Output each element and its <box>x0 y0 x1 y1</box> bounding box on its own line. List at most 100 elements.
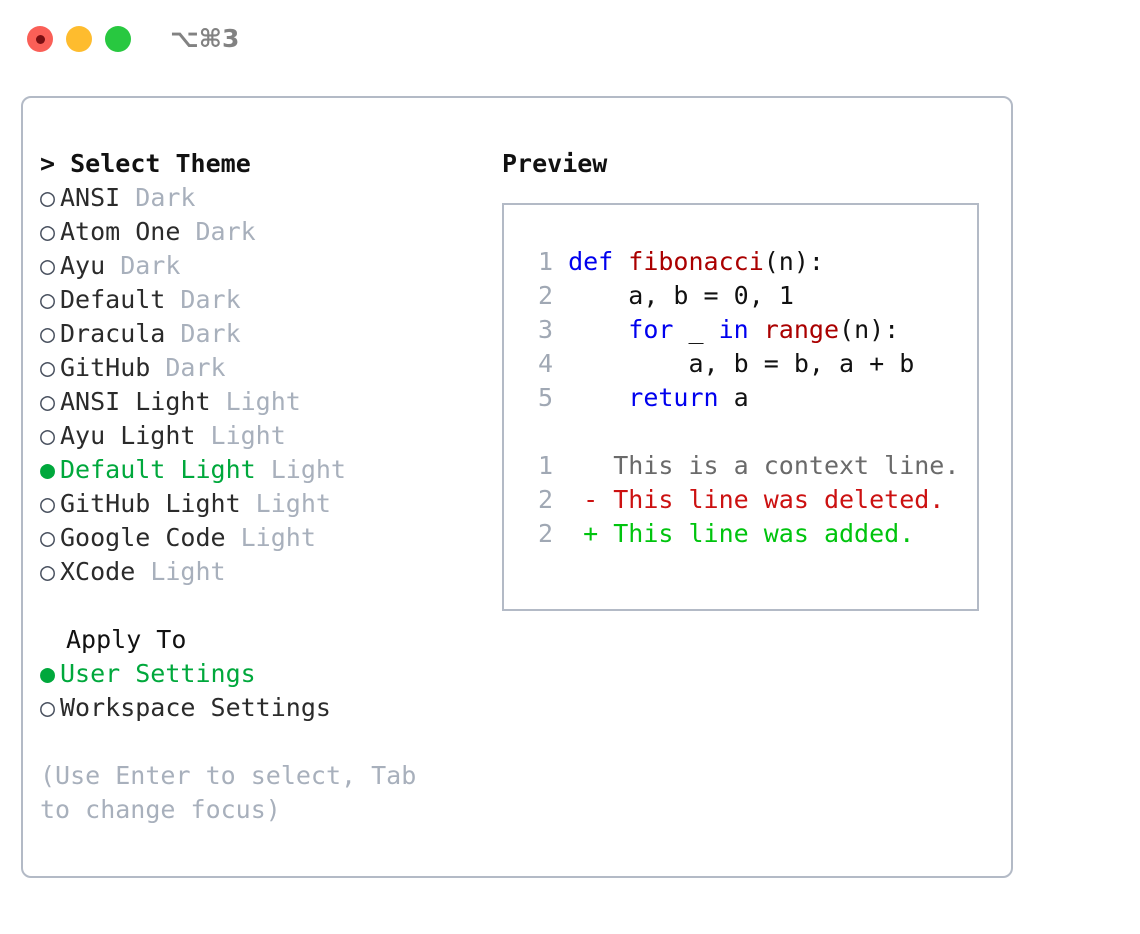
code-line: 2 a, b = 0, 1 <box>525 279 914 313</box>
theme-name: Ayu Light <box>60 421 196 450</box>
theme-list-item[interactable]: ○Ayu Light Light <box>40 419 500 453</box>
line-number: 1 <box>537 451 553 480</box>
apply-to-label: Workspace Settings <box>60 693 331 722</box>
theme-list-item[interactable]: ○Default Dark <box>40 283 500 317</box>
theme-mode-tag: Dark <box>165 319 241 348</box>
theme-list-item[interactable]: ○GitHub Dark <box>40 351 500 385</box>
radio-unselected-icon: ○ <box>40 183 56 212</box>
radio-unselected-icon: ○ <box>40 387 56 416</box>
theme-list-item[interactable]: ○Dracula Dark <box>40 317 500 351</box>
theme-list-header: > Select Theme <box>40 147 500 181</box>
radio-unselected-icon: ○ <box>40 693 56 722</box>
code-token-kw: return <box>628 383 719 412</box>
maximize-button[interactable] <box>105 26 131 52</box>
line-number: 4 <box>537 349 553 378</box>
theme-name: Dracula <box>60 319 166 348</box>
code-token-pln: (n): <box>839 315 900 344</box>
theme-name: Ayu <box>60 251 106 280</box>
apply-to-header: Apply To <box>66 625 187 654</box>
theme-name: GitHub Light <box>60 489 241 518</box>
apply-to-list: ●User Settings○Workspace Settings <box>40 657 500 725</box>
theme-list-item[interactable]: ○Atom One Dark <box>40 215 500 249</box>
keyboard-hint: (Use Enter to select, Tab to change focu… <box>40 761 417 824</box>
diff-text: This line was deleted. <box>598 485 945 514</box>
diff-line-context: 1 This is a context line. <box>525 449 959 483</box>
code-token-pln: , <box>748 281 779 310</box>
theme-list: ○ANSI Dark○Atom One Dark○Ayu Dark○Defaul… <box>40 181 500 589</box>
code-token-pln <box>568 383 628 412</box>
code-token-kw: def <box>568 247 629 276</box>
apply-to-label: User Settings <box>60 659 256 688</box>
code-token-pln <box>568 315 628 344</box>
code-line: 1 def fibonacci(n): <box>525 245 914 279</box>
radio-unselected-icon: ○ <box>40 251 56 280</box>
line-number: 5 <box>537 383 553 412</box>
section-spacer <box>40 589 500 623</box>
code-token-num: 0 <box>733 281 749 310</box>
keyboard-shortcut-label: ⌥⌘3 <box>170 24 240 53</box>
apply-to-option[interactable]: ○Workspace Settings <box>40 691 500 725</box>
theme-name: ANSI <box>60 183 121 212</box>
theme-list-item[interactable]: ○ANSI Dark <box>40 181 500 215</box>
theme-mode-tag: Dark <box>105 251 181 280</box>
preview-title: Preview <box>502 149 608 178</box>
diff-line-deleted: 2 - This line was deleted. <box>525 483 959 517</box>
code-token-fn: fibonacci <box>628 247 764 276</box>
theme-name: Default Light <box>60 455 256 484</box>
theme-list-item[interactable]: ○ANSI Light Light <box>40 385 500 419</box>
radio-selected-icon: ● <box>40 659 56 688</box>
radio-unselected-icon: ○ <box>40 319 56 348</box>
theme-mode-tag: Light <box>195 421 286 450</box>
code-line: 4 a, b = b, a + b <box>525 347 914 381</box>
minimize-button[interactable] <box>66 26 92 52</box>
theme-list-item[interactable]: ○XCode Light <box>40 555 500 589</box>
radio-unselected-icon: ○ <box>40 285 56 314</box>
radio-unselected-icon: ○ <box>40 217 56 246</box>
theme-mode-tag: Dark <box>150 353 226 382</box>
theme-name: ANSI Light <box>60 387 211 416</box>
radio-unselected-icon: ○ <box>40 353 56 382</box>
theme-list-item[interactable]: ○GitHub Light Light <box>40 487 500 521</box>
code-token-pln: a, b = b, a + b <box>568 349 915 378</box>
theme-name: Atom One <box>60 217 181 246</box>
theme-mode-tag: Dark <box>180 217 256 246</box>
traffic-light-group <box>27 26 131 52</box>
radio-selected-icon: ● <box>40 455 56 484</box>
diff-text: This line was added. <box>598 519 915 548</box>
diff-marker: - <box>583 485 599 514</box>
theme-mode-tag: Light <box>210 387 301 416</box>
theme-name: XCode <box>60 557 136 586</box>
radio-unselected-icon: ○ <box>40 489 56 518</box>
radio-unselected-icon: ○ <box>40 523 56 552</box>
diff-sample: 1 This is a context line.2 - This line w… <box>525 449 959 551</box>
diff-marker: + <box>583 519 599 548</box>
code-token-num: 1 <box>778 281 794 310</box>
theme-name: Google Code <box>60 523 226 552</box>
code-token-kw: in <box>718 315 764 344</box>
theme-list-item[interactable]: ○Ayu Dark <box>40 249 500 283</box>
code-line: 5 return a <box>525 381 914 415</box>
theme-mode-tag: Light <box>240 489 331 518</box>
diff-text: This is a context line. <box>598 451 960 480</box>
code-line: 3 for _ in range(n): <box>525 313 914 347</box>
theme-mode-tag: Dark <box>120 183 196 212</box>
line-number: 2 <box>537 519 553 548</box>
code-token-pln: a <box>718 383 749 412</box>
theme-mode-tag: Light <box>225 523 316 552</box>
code-token-pln: (n): <box>763 247 824 276</box>
theme-list-item[interactable]: ●Default Light Light <box>40 453 500 487</box>
line-number: 2 <box>537 485 553 514</box>
apply-to-option[interactable]: ●User Settings <box>40 657 500 691</box>
close-button[interactable] <box>27 26 53 52</box>
line-number: 1 <box>537 247 553 276</box>
theme-mode-tag: Light <box>135 557 226 586</box>
theme-list-item[interactable]: ○Google Code Light <box>40 521 500 555</box>
radio-unselected-icon: ○ <box>40 557 56 586</box>
theme-list-column: > Select Theme ○ANSI Dark○Atom One Dark○… <box>40 147 500 827</box>
code-token-kw: for <box>628 315 674 344</box>
code-token-fn: range <box>763 315 840 344</box>
theme-list-header-label: Select Theme <box>70 149 251 178</box>
diff-marker <box>583 451 598 480</box>
